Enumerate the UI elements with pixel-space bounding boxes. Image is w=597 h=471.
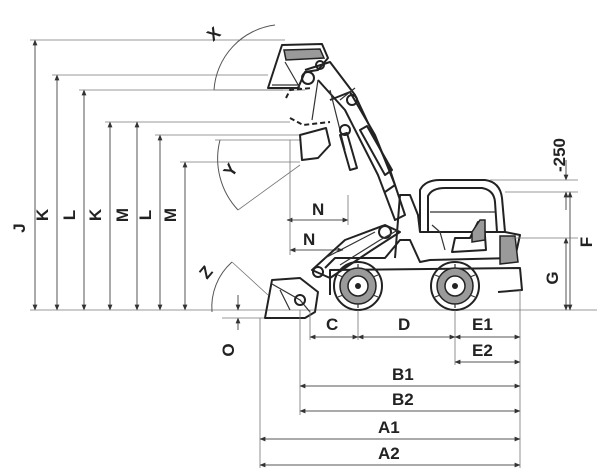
- dim-label-L-outer: L: [60, 210, 79, 220]
- dim-label-B2: B2: [392, 390, 414, 409]
- dim-label-B1: B1: [392, 365, 414, 384]
- dim-label-L-inner: L: [136, 210, 155, 220]
- dim-label-A1: A1: [378, 418, 400, 437]
- dim-label-O: O: [219, 343, 238, 356]
- angle-label-Y: Y: [220, 160, 242, 181]
- dim-label-E1: E1: [472, 315, 493, 334]
- dim-label-K-inner: K: [86, 208, 105, 221]
- height-dimensions: [30, 39, 597, 311]
- dim-label-N-lower: N: [303, 230, 315, 249]
- dim-label-A2: A2: [378, 444, 400, 463]
- dim-label-M-inner: M: [161, 208, 180, 222]
- length-dimensions: [259, 290, 521, 468]
- dimension-N: [286, 140, 349, 255]
- dim-label-F: F: [577, 237, 596, 247]
- dim-label-M-outer: M: [113, 208, 132, 222]
- angle-label-X: X: [203, 23, 224, 45]
- dim-label-J: J: [10, 223, 29, 232]
- dim-label-G: G: [543, 271, 562, 284]
- right-dimensions: [490, 160, 578, 311]
- loader-drawing: [264, 43, 523, 319]
- dim-label-E2: E2: [472, 341, 493, 360]
- angle-label-Z: Z: [196, 262, 217, 282]
- dim-label-C: C: [326, 315, 338, 334]
- dim-label-K-outer: K: [33, 208, 52, 221]
- angle-arcs: [211, 24, 301, 313]
- dim-label-D: D: [398, 315, 410, 334]
- dim-label-N-upper: N: [312, 200, 324, 219]
- dim-label-minus250: -250: [550, 138, 569, 172]
- dimension-O: [222, 295, 268, 330]
